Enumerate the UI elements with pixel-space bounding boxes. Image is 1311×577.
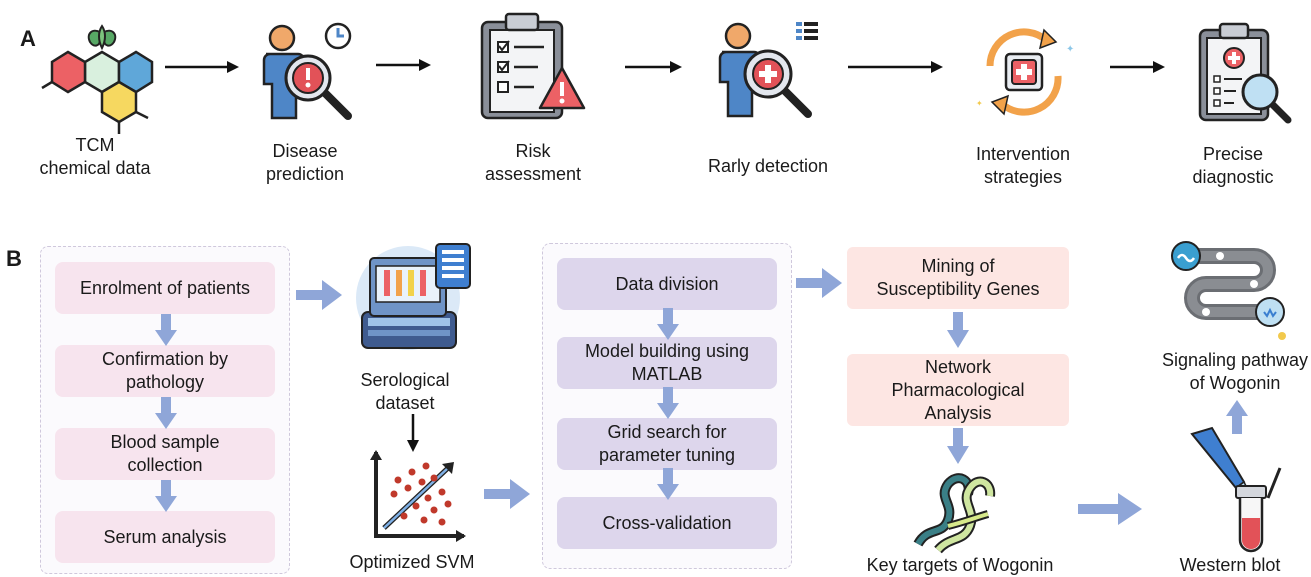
step-risk-label: Risk assessment (484, 141, 582, 184)
svg-text:✦: ✦ (1066, 44, 1074, 55)
block-arrow-right-icon (1078, 493, 1142, 525)
panel-b-letter: B (6, 246, 22, 271)
step-tcm-label: TCM chemical data (39, 135, 151, 178)
medical-cycle-icon: ✦ ✦ (976, 28, 1074, 116)
serological-dataset-label: Serological dataset (360, 370, 450, 413)
clinical-step-confirmation: Confirmation by pathology (55, 345, 275, 397)
molecule-icon (41, 24, 154, 134)
pipette-tube-icon (1190, 426, 1282, 553)
model-step-grid-search: Grid search for parameter tuning (557, 418, 777, 470)
clinical-step-blood: Blood sample collection (55, 428, 275, 480)
step-intervention-label: Intervention strategies (975, 144, 1071, 187)
svm-scatter-icon (370, 450, 466, 542)
down-arrow-icon (155, 397, 177, 429)
analyzer-machine-icon (356, 243, 471, 350)
analysis-mining-genes: Mining of Susceptibility Genes (847, 247, 1069, 309)
arrow-right-icon (165, 61, 239, 73)
person-magnifier-medical-icon (718, 22, 818, 118)
down-arrow-icon (155, 480, 177, 512)
protein-helix-icon (913, 473, 996, 554)
clipboard-search-icon (1198, 22, 1292, 124)
clipboard-warning-icon (480, 12, 586, 120)
svm-label: Optimized SVM (349, 552, 475, 572)
person-magnifier-alert-icon (262, 22, 352, 120)
arrow-right-icon (625, 61, 682, 73)
down-arrow-icon (657, 468, 679, 500)
signaling-pathway-icon (1171, 241, 1286, 340)
step-diagnostic-label: Precise diagnostic (1192, 144, 1274, 187)
down-arrow-icon (155, 314, 177, 346)
arrow-right-icon (848, 61, 943, 73)
analysis-network-pharmacology: Network Pharmacological Analysis (847, 354, 1069, 426)
down-arrow-icon (657, 308, 679, 340)
up-arrow-icon (1226, 400, 1248, 434)
step-detection-label: Rarly detection (707, 156, 829, 176)
down-arrow-icon (947, 428, 969, 464)
down-arrow-icon (657, 387, 679, 419)
down-arrow-icon (947, 312, 969, 348)
step-disease-label: Disease prediction (265, 141, 345, 184)
block-arrow-right-icon (796, 268, 842, 298)
block-arrow-right-icon (296, 280, 342, 310)
model-step-model-building: Model building using MATLAB (557, 337, 777, 389)
model-step-cross-validation: Cross-validation (557, 497, 777, 549)
down-arrow-thin-icon (407, 414, 419, 452)
model-step-data-division: Data division (557, 258, 777, 310)
clinical-step-serum: Serum analysis (55, 511, 275, 563)
clinical-step-enrolment: Enrolment of patients (55, 262, 275, 314)
key-targets-label: Key targets of Wogonin (866, 555, 1054, 575)
block-arrow-right-icon (484, 479, 530, 509)
svg-text:✦: ✦ (976, 99, 983, 108)
arrow-right-icon (376, 59, 431, 71)
signaling-pathway-label: Signaling pathway of Wogonin (1161, 350, 1309, 393)
arrow-right-icon (1110, 61, 1165, 73)
western-blot-label: Western blot (1179, 555, 1281, 575)
panel-a-letter: A (20, 26, 36, 51)
